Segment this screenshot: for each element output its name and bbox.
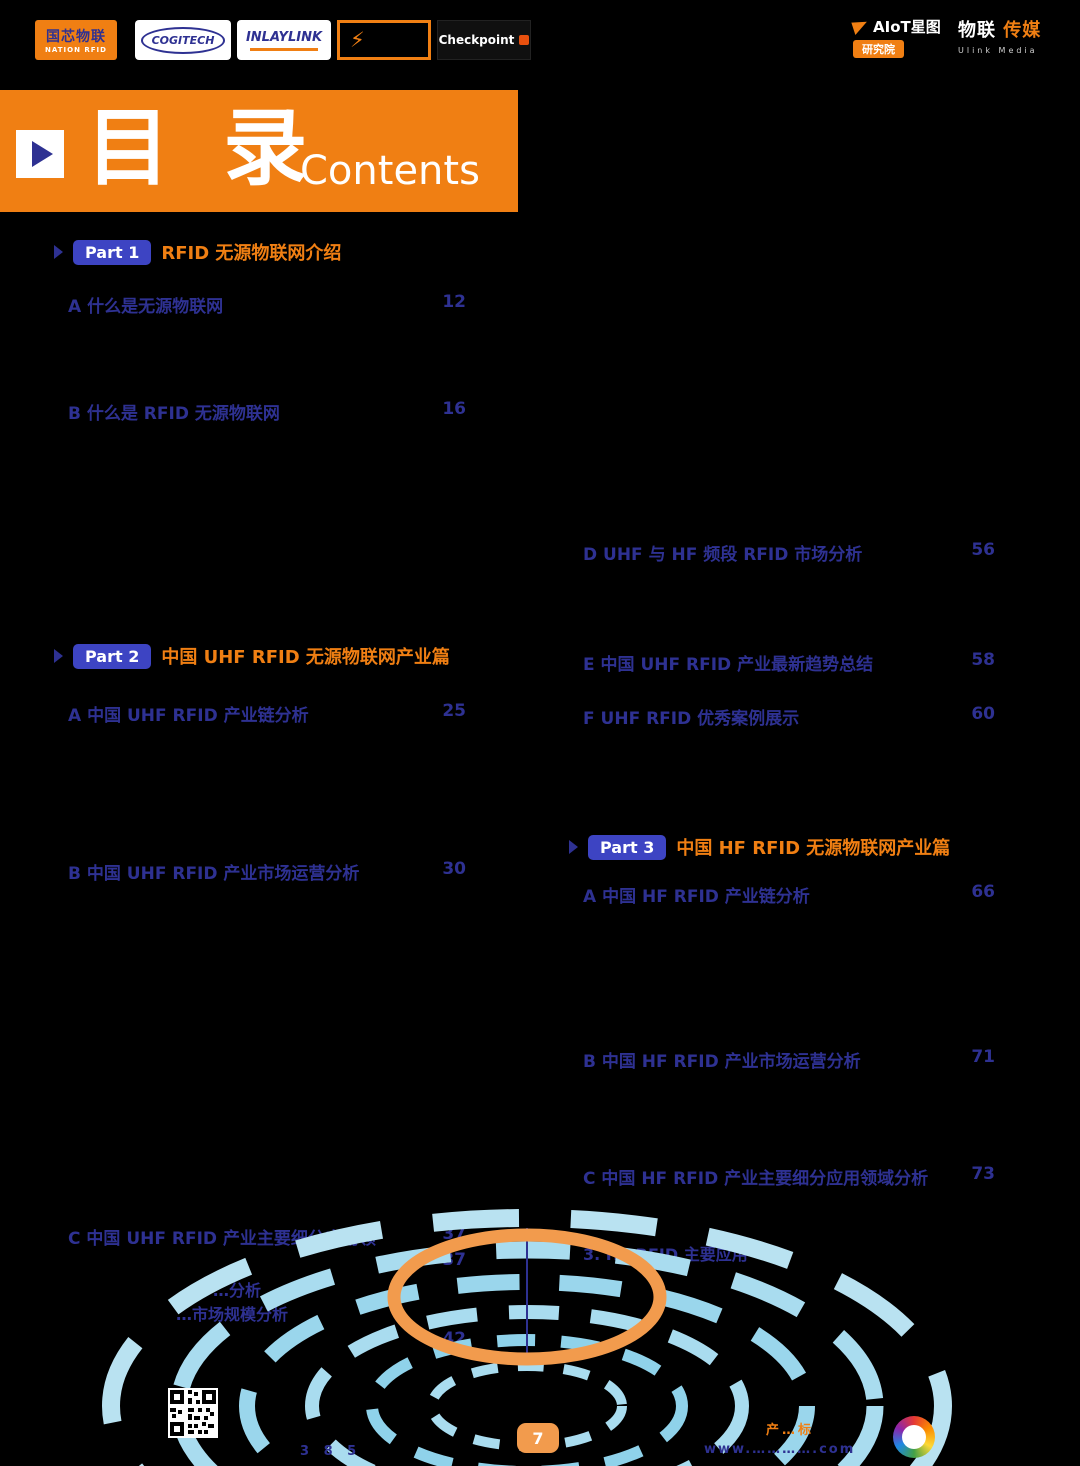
paper-plane-icon: [851, 18, 870, 35]
logo-inlaylink-underline: [250, 47, 318, 51]
toc-fragment: …分析: [213, 1281, 262, 1300]
play-box: [16, 130, 64, 178]
toc-entry-p2-a[interactable]: A 中国 UHF RFID 产业链分析 25: [68, 701, 466, 726]
footer-note-fragment: 产…标: [766, 1423, 815, 1438]
entry-label: B 什么是 RFID 无源物联网: [68, 404, 280, 424]
play-triangle-icon: [32, 141, 53, 167]
entry-label: D UHF 与 HF 频段 RFID 市场分析: [583, 545, 863, 565]
logo-ulink-media: 物联 传媒 Ulink Media: [958, 16, 1054, 64]
toc-fragment: 3. HF RFID 主要应用: [583, 1245, 748, 1264]
toc-fragment: …市场规模分析: [176, 1305, 289, 1324]
part2-header: Part 2 中国 UHF RFID 无源物联网产业篇: [54, 643, 450, 669]
entry-page: 60: [971, 704, 995, 724]
entry-label: C 中国 HF RFID 产业主要细分应用领域分析: [583, 1169, 929, 1189]
entry-page: 37: [442, 1224, 466, 1244]
logo-aiot-main: AIoT星图: [873, 18, 941, 36]
entry-label: E 中国 UHF RFID 产业最新趋势总结: [583, 655, 874, 675]
logo-aiot-xingtu: AIoT星图 研究院: [851, 16, 953, 64]
logo-ulink-part1: 物联: [958, 20, 996, 41]
entry-label: B 中国 UHF RFID 产业市场运营分析: [68, 864, 360, 884]
logo-nation-rfid-cn: 国芯物联: [46, 29, 106, 45]
part1-header: Part 1 RFID 无源物联网介绍: [54, 239, 341, 265]
entry-label: A 什么是无源物联网: [68, 297, 224, 317]
part3-header: Part 3 中国 HF RFID 无源物联网产业篇: [569, 834, 950, 860]
toc-entry-p2-e[interactable]: E 中国 UHF RFID 产业最新趋势总结 58: [583, 650, 995, 675]
toc-entry-p3-a[interactable]: A 中国 HF RFID 产业链分析 66: [583, 882, 995, 907]
qr-code: [168, 1388, 218, 1438]
ulink-media-round-logo: [893, 1416, 935, 1458]
checkpoint-mark-icon: [519, 35, 530, 45]
toc-entry-p2-c[interactable]: C 中国 UHF RFID 产业主要细分应用领 37: [68, 1224, 466, 1249]
part3-title: 中国 HF RFID 无源物联网产业篇: [676, 838, 951, 859]
toc-fragment[interactable]: 42: [68, 1329, 466, 1349]
website-fragment: www.………….com: [704, 1442, 856, 1457]
toc-entry-p3-b[interactable]: B 中国 HF RFID 产业市场运营分析 71: [583, 1047, 995, 1072]
toc-entry-p2-b[interactable]: B 中国 UHF RFID 产业市场运营分析 30: [68, 859, 466, 884]
logo-lightning: ⚡: [337, 20, 431, 60]
page-number-badge: 7: [517, 1423, 559, 1453]
entry-page: 73: [971, 1164, 995, 1184]
entry-page: 66: [971, 882, 995, 902]
part2-title: 中国 UHF RFID 无源物联网产业篇: [161, 647, 450, 668]
entry-page: 42: [442, 1329, 466, 1349]
entry-page: 71: [971, 1047, 995, 1067]
triangle-icon: [569, 840, 578, 854]
entry-label: A 中国 HF RFID 产业链分析: [583, 887, 810, 907]
logo-cogitech: COGITECH: [135, 20, 231, 60]
page-title-cn: 目 录: [86, 99, 320, 197]
entry-page: 16: [442, 399, 466, 419]
logo-ulink-part2: 传媒: [1003, 20, 1042, 41]
page-title-en: Contents: [300, 148, 480, 194]
toc-entry-p2-f[interactable]: F UHF RFID 优秀案例展示 60: [583, 704, 995, 729]
entry-page: 12: [442, 292, 466, 312]
triangle-icon: [54, 245, 63, 259]
logo-inlaylink-text: INLAYLINK: [245, 29, 323, 45]
contents-banner: 目 录 Contents: [0, 90, 518, 212]
entry-label: F UHF RFID 优秀案例展示: [583, 709, 800, 729]
logo-nation-rfid-en: NATION RFID: [45, 46, 107, 54]
logo-inlaylink: INLAYLINK: [237, 20, 331, 60]
part1-title: RFID 无源物联网介绍: [161, 243, 342, 264]
logo-checkpoint-text: Checkpoint: [438, 33, 515, 47]
lightning-icon: ⚡: [350, 27, 365, 52]
entry-page: 58: [971, 650, 995, 670]
entry-page: 25: [442, 701, 466, 721]
toc-entry-p1-b[interactable]: B 什么是 RFID 无源物联网 16: [68, 399, 466, 424]
logo-aiot-sub: 研究院: [853, 40, 904, 58]
part1-badge: Part 1: [73, 239, 152, 265]
page-number: 7: [532, 1428, 544, 1448]
entry-label: B 中国 HF RFID 产业市场运营分析: [583, 1052, 861, 1072]
part3-badge: Part 3: [588, 834, 667, 860]
entry-label: A 中国 UHF RFID 产业链分析: [68, 706, 309, 726]
entry-page: 30: [442, 859, 466, 879]
part2-badge: Part 2: [73, 643, 152, 669]
toc-entry-p3-c[interactable]: C 中国 HF RFID 产业主要细分应用领域分析 73: [583, 1164, 995, 1189]
toc-entry-p1-a[interactable]: A 什么是无源物联网 12: [68, 292, 466, 317]
entry-page: 37: [442, 1250, 466, 1270]
logo-ulink-sub: Ulink Media: [958, 46, 1038, 55]
toc-fragment[interactable]: 37: [68, 1250, 466, 1270]
logo-nation-rfid: 国芯物联 NATION RFID: [35, 20, 117, 60]
phone-fragment: 3 8 5: [300, 1444, 362, 1459]
toc-entry-p2-d[interactable]: D UHF 与 HF 频段 RFID 市场分析 56: [583, 540, 995, 565]
logo-cogitech-text: COGITECH: [140, 26, 226, 54]
entry-page: 56: [971, 540, 995, 560]
entry-label: C 中国 UHF RFID 产业主要细分应用领: [68, 1229, 376, 1249]
triangle-icon: [54, 649, 63, 663]
logo-checkpoint: Checkpoint: [437, 20, 531, 60]
